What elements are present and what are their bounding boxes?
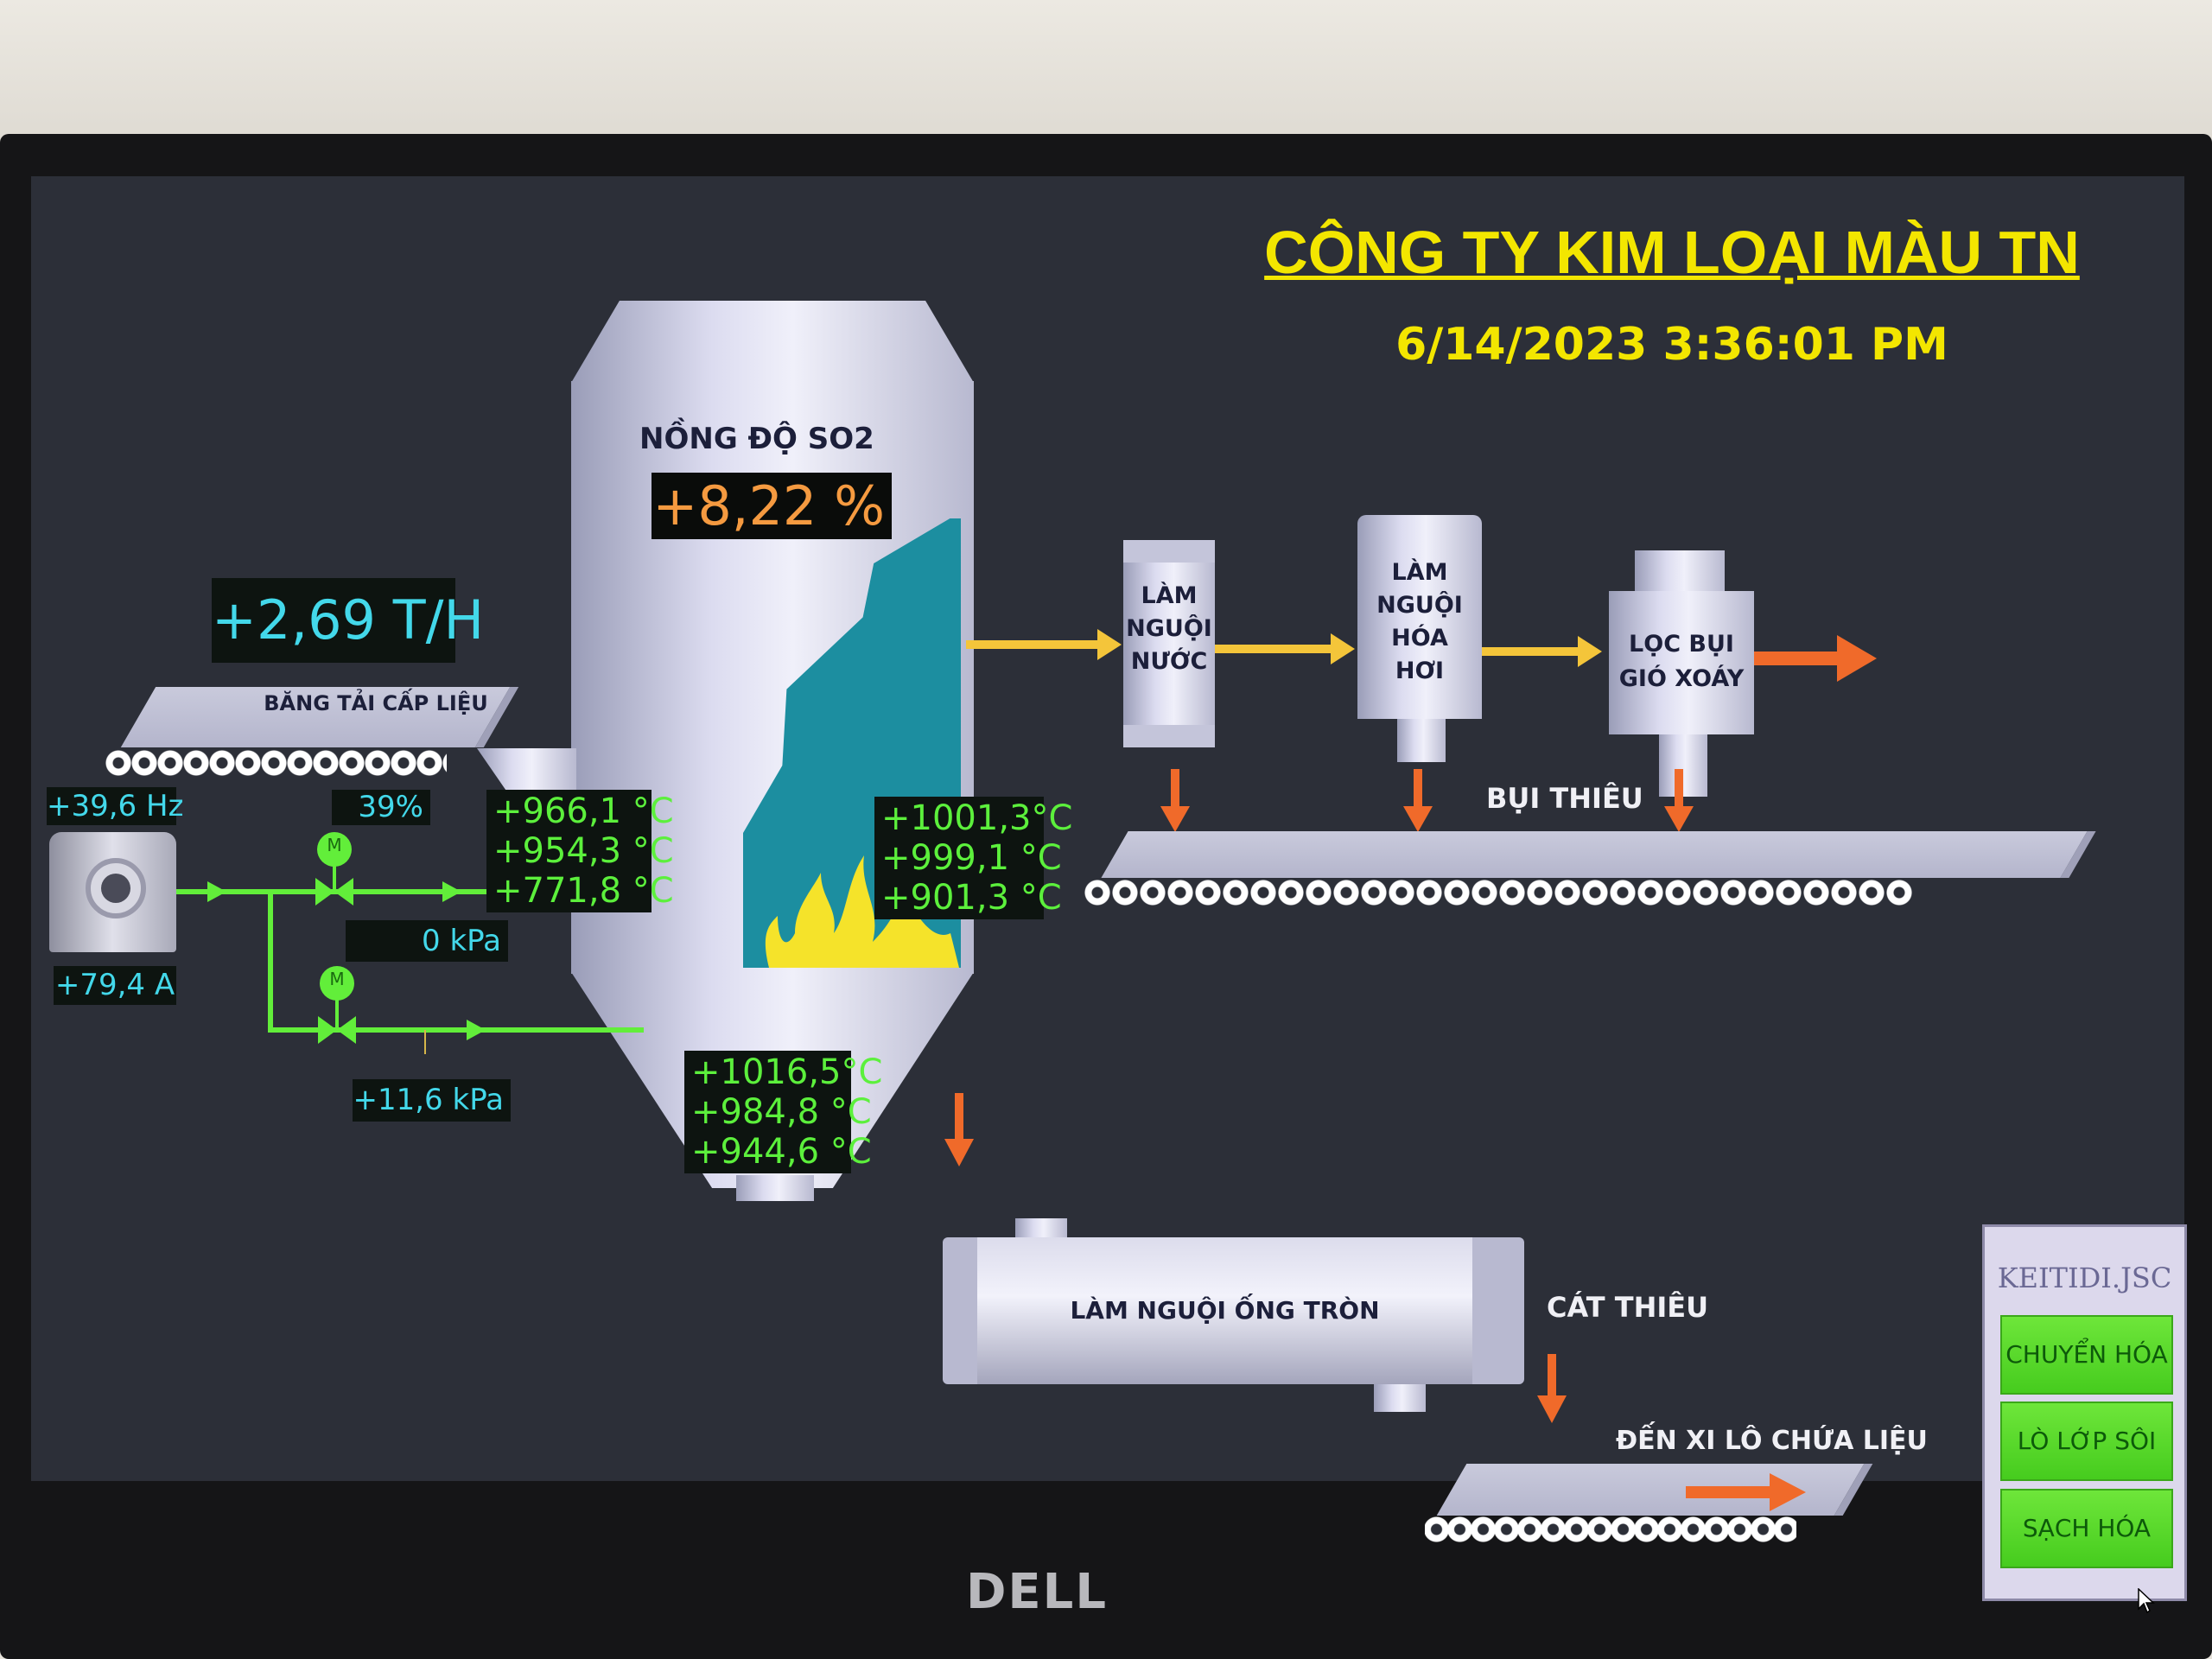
unit: °C [1020,878,1062,918]
so2-readout: +8,22 % [652,473,892,539]
feed-conveyor-rollers [105,748,447,778]
gas-flow-arrow [966,640,1104,649]
arrow-head [1403,806,1433,832]
calcine-down-arrow [1548,1354,1556,1397]
lo-lop-soi-button[interactable]: LÒ LỚP SÔI [2000,1402,2173,1481]
feed-flow-readout: +2,69 T/H [212,578,484,663]
air-piping [176,832,644,1054]
temp-value: +1016,5 [691,1052,842,1092]
dust-arrow [1414,769,1422,808]
equipment-label: NGUỘI [1376,592,1463,619]
flow-arrow [207,881,226,902]
cyclone-top [1635,550,1725,594]
current-readout: +79,4 A [54,966,176,1005]
unit: °C [632,831,674,871]
temp-value: +954,3 [493,831,622,871]
equipment-label: NGUỘI [1126,615,1212,642]
gas-flow-arrow [1482,647,1581,656]
equipment-label: NƯỚC [1130,648,1208,675]
dust-conveyor-rollers [1084,878,1913,907]
unit: °C [830,1132,872,1172]
evaporative-cooler[interactable]: LÀM NGUỘI HÓA HƠI [1357,515,1482,719]
chuyen-hoa-button[interactable]: CHUYỂN HÓA [2000,1315,2173,1395]
arrow-head [944,1139,974,1166]
flow-arrow [467,1020,486,1040]
pressure-readout-1: 0 kPa [346,920,508,962]
dust-conveyor[interactable] [1101,831,2096,878]
dust-arrow [1675,769,1683,808]
temp-value: +1001,3 [881,798,1032,838]
flame-icon [765,855,959,968]
evaporative-cooler-outlet [1397,719,1446,762]
unit: °C [830,1092,872,1132]
tube-cooler-nozzle [1374,1382,1426,1412]
silo-conveyor-rollers [1425,1516,1796,1542]
vendor-label: KEITIDI.JSC [1997,1262,2172,1294]
valve-1 [315,878,334,906]
mouse-cursor-icon [2138,1588,2155,1614]
gas-flow-arrow [1213,645,1334,653]
arrow-head [1578,636,1602,667]
equipment-label: LỌC BỤI [1629,631,1734,658]
blower-icon[interactable] [49,832,176,952]
temp-value: +984,8 [691,1092,820,1132]
temp-value: +966,1 [493,791,622,831]
cyclone[interactable]: LỌC BỤI GIÓ XOÁY [1609,591,1754,734]
datetime: 6/14/2023 3:36:01 PM [1395,319,1948,371]
frequency-readout: +39,6 Hz [47,787,184,825]
equipment-label: HƠI [1395,658,1445,684]
wall-background [0,0,2212,147]
equipment-label: HÓA [1391,625,1448,652]
silo-conveyor[interactable] [1436,1464,1873,1516]
tube-cooler-label: LÀM NGUỘI ỐNG TRÒN [1070,1296,1380,1325]
arrow-head [1097,629,1122,660]
so2-label: NỒNG ĐỘ SO2 [639,422,874,456]
equipment-label: LÀM [1141,582,1198,609]
calcine-label: CÁT THIÊU [1547,1291,1709,1324]
unit: °C [632,791,674,831]
unit: °C [1020,838,1062,878]
arrow-head [1160,806,1190,832]
feed-conveyor-label: BĂNG TẢI CẤP LIỆU [264,691,488,715]
company-title: CÔNG TY KIM LOẠI MÀU TN [1264,219,2080,286]
silo-direction-arrow [1686,1486,1772,1498]
valve-motor-label[interactable]: M [327,835,342,855]
sach-hoa-button[interactable]: SẠCH HÓA [2000,1489,2173,1568]
temp-readout-mid: +1001,3°C +999,1 °C +901,3 °C [874,797,1072,919]
temp-value: +999,1 [881,838,1010,878]
temp-value: +771,8 [493,871,622,911]
unit: °C [632,871,674,911]
dust-arrow [1171,769,1179,808]
flow-arrow [442,881,461,902]
equipment-label: LÀM [1391,559,1448,586]
unit: °C [1031,798,1073,838]
arrow-head [1331,633,1355,664]
valve-2 [318,1016,337,1044]
furnace-top-cone [571,301,974,383]
gas-outlet-arrow [1754,652,1840,665]
temp-readout-bottom: +1016,5°C +984,8 °C +944,6 °C [684,1051,882,1173]
cyclone-outlet [1659,734,1707,797]
pressure-readout-2: +11,6 kPa [353,1079,511,1122]
dust-label: BỤI THIÊU [1486,782,1643,815]
temp-readout-left: +966,1 °C +954,3 °C +771,8 °C [486,790,674,912]
valve-motor-label[interactable]: M [329,969,345,989]
unit: °C [841,1052,883,1092]
temp-value: +944,6 [691,1132,820,1172]
arrow-head [1770,1473,1806,1511]
calcine-arrow [955,1093,963,1141]
arrow-head [1837,635,1877,682]
arrow-head [1537,1395,1567,1423]
tube-cooler[interactable]: LÀM NGUỘI ỐNG TRÒN [943,1237,1524,1384]
temp-value: +901,3 [881,878,1010,918]
furnace-outlet [736,1175,814,1201]
arrow-head [1664,806,1694,832]
speed-readout: 39% [332,790,430,825]
equipment-label: GIÓ XOÁY [1618,665,1745,692]
monitor-brand-logo: DELL [965,1564,1109,1620]
water-cooler[interactable]: LÀM NGUỘI NƯỚC [1123,540,1215,747]
silo-label: ĐẾN XI LÔ CHỨA LIỆU [1616,1426,1928,1456]
